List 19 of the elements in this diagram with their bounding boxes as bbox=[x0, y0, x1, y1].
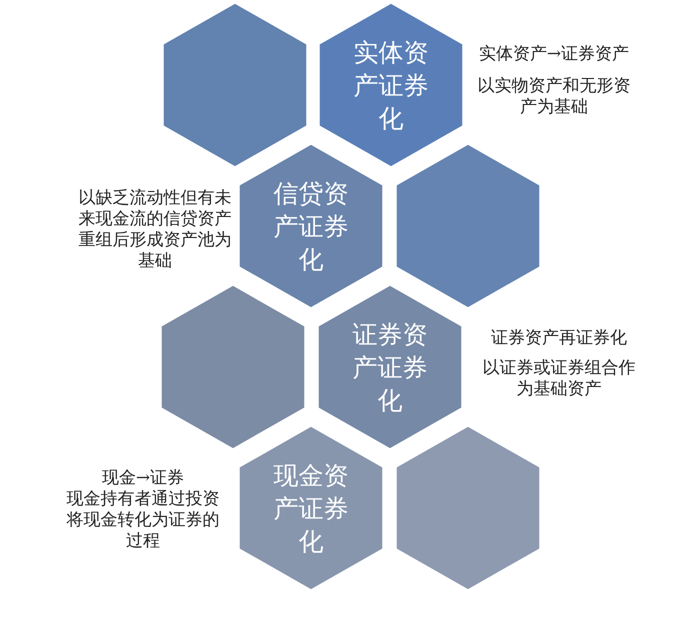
hexagon-label: 信贷资产证券化 bbox=[272, 178, 350, 276]
description-text: 实体资产→证券资产 bbox=[478, 44, 630, 65]
hexagon-label: 实体资产证券化 bbox=[352, 37, 430, 135]
description-text: 以缺乏流动性但有未来现金流的信贷资产重组后形成资产池为基础 bbox=[78, 188, 232, 272]
description-text: 现金持有者通过投资将现金转化为证券的过程 bbox=[66, 489, 220, 552]
hexagon bbox=[162, 2, 308, 168]
description-text: 以实物资产和无形资产为基础 bbox=[476, 76, 632, 118]
hexagon bbox=[395, 425, 541, 591]
description-text: 现金→证券 bbox=[100, 468, 186, 489]
hexagon bbox=[395, 143, 541, 309]
description-text: 以证券或证券组合作为基础资产 bbox=[482, 358, 636, 400]
hexagon bbox=[317, 284, 463, 450]
hexagon bbox=[318, 2, 464, 168]
hexagon bbox=[160, 284, 306, 450]
hexagon bbox=[238, 143, 384, 309]
hexagon-label: 证券资产证券化 bbox=[352, 319, 428, 417]
hexagon bbox=[238, 425, 384, 591]
hexagon-label: 现金资产证券化 bbox=[272, 460, 350, 558]
description-text: 证券资产再证券化 bbox=[490, 328, 628, 349]
